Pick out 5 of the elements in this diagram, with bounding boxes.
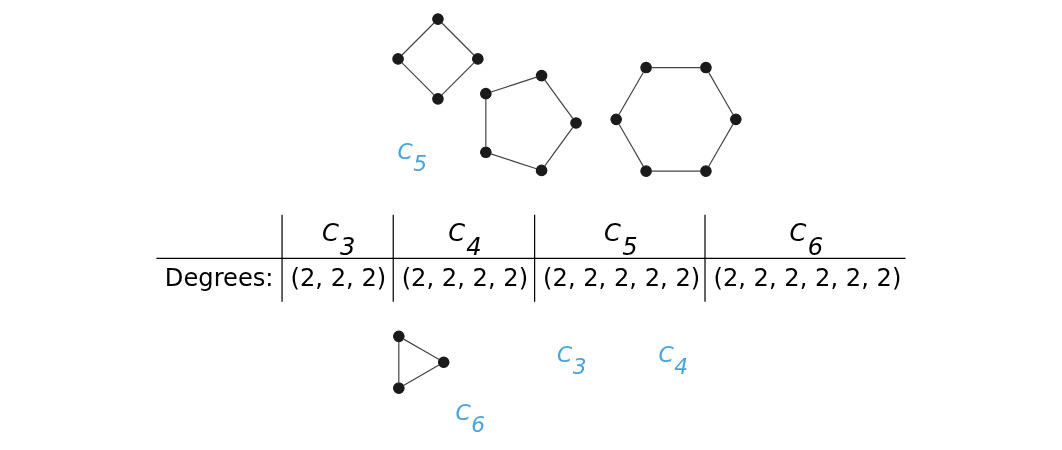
label: (2, 2, 2, 2) — [401, 263, 529, 292]
label: (2, 2, 2, 2, 2, 2) — [713, 263, 902, 292]
label: Degrees: — [164, 263, 274, 292]
label: (2, 2, 2, 2, 2) — [543, 263, 701, 292]
label: (2, 2, 2) — [290, 263, 387, 292]
